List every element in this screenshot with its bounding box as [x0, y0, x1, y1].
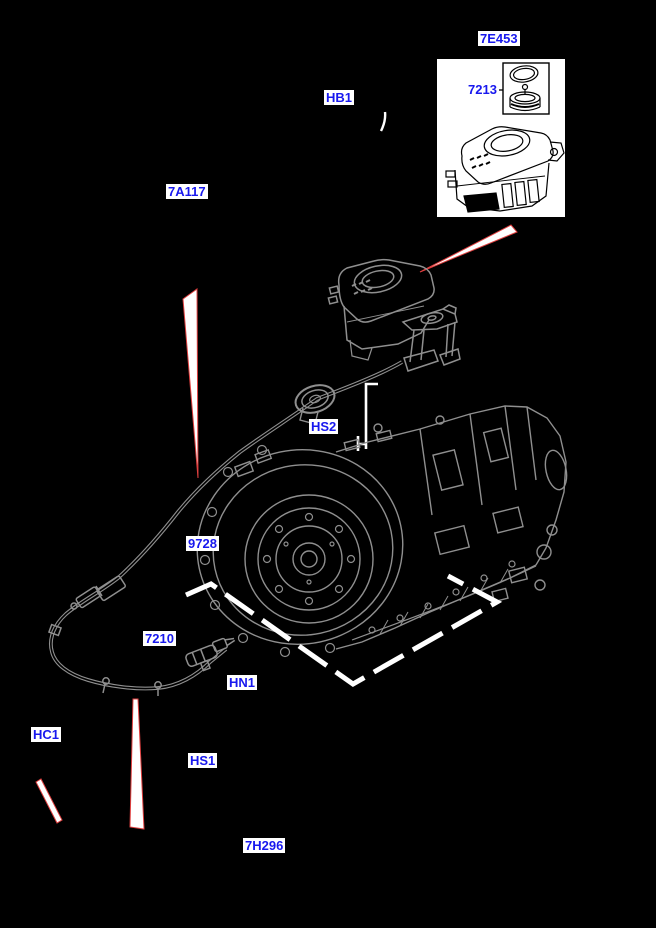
- mounting-bracket-drawing: [401, 304, 461, 372]
- pointer-sliver-hb1: [379, 111, 387, 132]
- alignment-outline-dashed: [184, 573, 503, 687]
- pointer-wedge-7a117: [182, 288, 199, 479]
- pointer-wedge-hs1: [129, 698, 145, 830]
- callout-hs1[interactable]: HS1: [188, 753, 218, 768]
- transmission-drawing: [196, 405, 568, 658]
- inset-shifter-drawing: [445, 126, 565, 213]
- pointer-wedge-hc1: [35, 778, 63, 824]
- grommet-drawing: [294, 384, 336, 425]
- inset-knob-part: [502, 62, 550, 115]
- cable-clips: [47, 623, 162, 696]
- pointer-wedge-inset: [419, 224, 518, 273]
- inset-box: [437, 59, 565, 217]
- callout-hb1[interactable]: HB1: [324, 90, 355, 105]
- shifter-module-drawing: [327, 258, 461, 372]
- callout-7210[interactable]: 7210: [143, 631, 176, 646]
- cable-end-connector-drawing: [185, 637, 236, 672]
- callout-hc1[interactable]: HC1: [31, 727, 62, 742]
- callout-7a117[interactable]: 7A117: [166, 184, 208, 199]
- callout-7h296[interactable]: 7H296: [243, 838, 286, 853]
- callout-hn1[interactable]: HN1: [227, 675, 258, 690]
- callout-hs2[interactable]: HS2: [309, 419, 339, 434]
- shift-cable-drawing: [47, 360, 403, 696]
- cable-inline-connector: [70, 575, 126, 610]
- callout-9728[interactable]: 9728: [186, 536, 219, 551]
- callout-7213[interactable]: 7213: [466, 82, 499, 97]
- pointer-wedges: [35, 224, 518, 830]
- callout-7e453[interactable]: 7E453: [478, 31, 520, 46]
